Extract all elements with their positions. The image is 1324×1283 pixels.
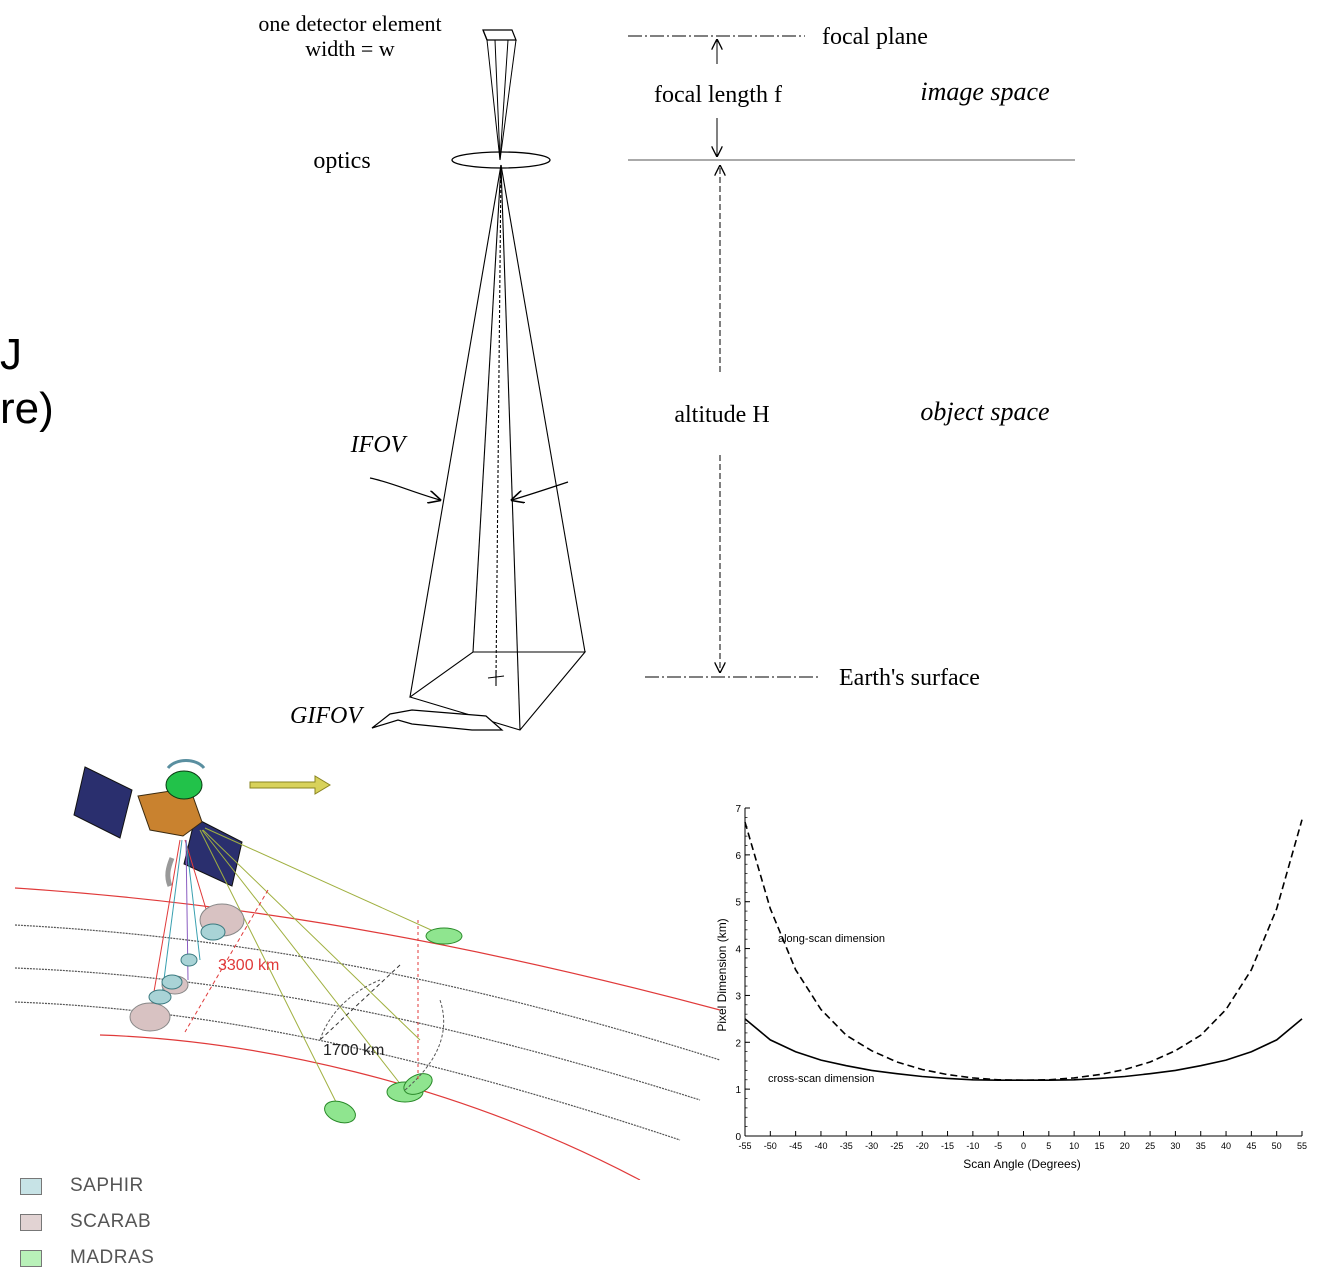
focal-length-label: focal length f <box>654 82 782 108</box>
cutoff-text-line1: J <box>0 330 22 379</box>
satellite-scan-diagram: 3300 km 1700 km <box>14 759 720 1180</box>
y-tick-label: 0 <box>735 1132 741 1143</box>
x-tick-label: -50 <box>764 1141 777 1151</box>
ground-tracks <box>14 887 720 1180</box>
satellite-body <box>73 759 243 887</box>
x-tick-label: -25 <box>890 1141 903 1151</box>
x-tick-label: -10 <box>966 1141 979 1151</box>
x-tick-label: -30 <box>865 1141 878 1151</box>
madras-footprints <box>324 927 463 1124</box>
velocity-arrow <box>249 775 331 795</box>
optics-label: optics <box>313 148 370 174</box>
y-tick-label: 4 <box>735 945 741 956</box>
x-tick-label: -55 <box>738 1141 751 1151</box>
image-space-rays <box>486 39 517 161</box>
x-tick-label: 20 <box>1120 1141 1130 1151</box>
scan-beams <box>149 827 441 1111</box>
ifov-pyramid <box>408 164 587 731</box>
x-axis-label: Scan Angle (Degrees) <box>963 1157 1080 1171</box>
chart-axes: 01234567-55-50-45-40-35-30-25-20-15-10-5… <box>735 804 1307 1151</box>
x-tick-label: -20 <box>916 1141 929 1151</box>
ifov-arrow-left <box>369 477 440 500</box>
distance-1700-label: 1700 km <box>323 1042 384 1059</box>
legend-item-scarab: SCARAB <box>20 1204 154 1240</box>
x-tick-label: 25 <box>1145 1141 1155 1151</box>
legend-label-scarab: SCARAB <box>70 1211 152 1232</box>
detector-element <box>482 29 517 41</box>
x-tick-label: -35 <box>840 1141 853 1151</box>
x-tick-label: 40 <box>1221 1141 1231 1151</box>
y-tick-label: 3 <box>735 991 741 1002</box>
saphir-swatch <box>20 1177 42 1195</box>
x-tick-label: 35 <box>1196 1141 1206 1151</box>
x-tick-label: 5 <box>1046 1141 1051 1151</box>
x-tick-label: 30 <box>1170 1141 1180 1151</box>
detector-label-line2: width = w <box>305 36 395 61</box>
chart-lines <box>744 819 1303 1082</box>
y-tick-label: 1 <box>735 1085 741 1096</box>
x-tick-label: -5 <box>994 1141 1002 1151</box>
ifov-diagram: one detector element width = w optics IF… <box>258 11 1075 731</box>
detector-label-line1: one detector element <box>258 11 441 36</box>
x-tick-label: 10 <box>1069 1141 1079 1151</box>
saphir-footprints <box>148 923 226 1005</box>
ifov-label: IFOV <box>350 432 408 458</box>
legend-label-madras: MADRAS <box>70 1247 155 1268</box>
distance-1700-line <box>319 964 401 1041</box>
earth-surface-label: Earth's surface <box>839 665 980 691</box>
y-tick-label: 7 <box>735 804 741 815</box>
madras-swatch <box>20 1249 42 1267</box>
x-tick-label: 55 <box>1297 1141 1307 1151</box>
altitude-label: altitude H <box>674 402 769 428</box>
y-axis-label: Pixel Dimension (km) <box>715 918 729 1031</box>
object-space-label: object space <box>920 397 1049 426</box>
gifov-arrow <box>371 709 504 731</box>
scarab-swatch <box>20 1213 42 1231</box>
legend-item-madras: MADRAS <box>20 1240 154 1276</box>
along-scan-label: along-scan dimension <box>778 933 885 945</box>
focal-plane-label: focal plane <box>822 24 928 50</box>
x-tick-label: -45 <box>789 1141 802 1151</box>
legend-label-saphir: SAPHIR <box>70 1175 144 1196</box>
y-tick-label: 6 <box>735 851 741 862</box>
distance-3300-label: 3300 km <box>218 957 279 974</box>
series-line-cross-scan <box>744 1018 1303 1081</box>
x-tick-label: -15 <box>941 1141 954 1151</box>
x-tick-label: 50 <box>1272 1141 1282 1151</box>
ifov-arrow-right <box>512 481 569 500</box>
x-tick-label: -40 <box>814 1141 827 1151</box>
x-tick-label: 45 <box>1246 1141 1256 1151</box>
legend-item-saphir: SAPHIR <box>20 1168 154 1204</box>
series-line-along-scan <box>744 819 1303 1082</box>
y-tick-label: 5 <box>735 898 741 909</box>
y-tick-label: 2 <box>735 1038 741 1049</box>
cutoff-text-line2: re) <box>0 384 54 433</box>
cross-scan-label: cross-scan dimension <box>768 1073 874 1085</box>
scan-arc <box>319 979 445 1091</box>
x-tick-label: 15 <box>1094 1141 1104 1151</box>
satellite-legend: SAPHIR SCARAB MADRAS <box>20 1168 154 1276</box>
gifov-label: GIFOV <box>290 703 364 729</box>
x-tick-label: 0 <box>1021 1141 1026 1151</box>
image-space-label: image space <box>920 77 1049 106</box>
pixel-dimension-chart: 01234567-55-50-45-40-35-30-25-20-15-10-5… <box>715 804 1307 1171</box>
